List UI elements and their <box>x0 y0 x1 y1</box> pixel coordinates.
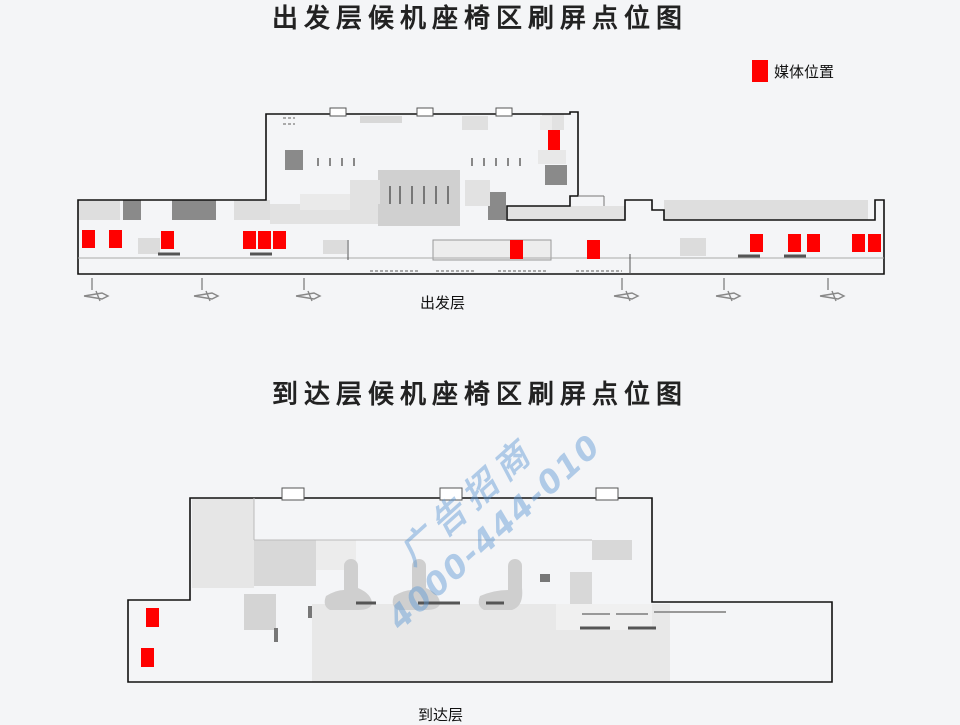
media-marker <box>807 234 820 252</box>
aircraft-icons <box>83 278 846 302</box>
departure-media-markers <box>82 130 881 259</box>
media-marker <box>258 231 271 249</box>
departure-floor-caption: 出发层 <box>420 294 466 312</box>
media-marker <box>243 231 256 249</box>
media-marker <box>109 230 122 248</box>
media-marker <box>587 240 600 259</box>
departure-floor-plan <box>77 107 885 302</box>
arrival-floor-plan <box>127 487 833 683</box>
departure-title: 出发层候机座椅区刷屏点位图 <box>271 4 688 34</box>
arrival-floor-caption: 到达层 <box>418 706 464 724</box>
media-marker <box>750 234 763 252</box>
arrival-media-markers <box>141 608 159 667</box>
media-marker <box>510 240 523 259</box>
media-marker <box>273 231 286 249</box>
media-marker <box>852 234 865 252</box>
media-marker <box>146 608 159 627</box>
arrival-title: 到达层候机座椅区刷屏点位图 <box>271 380 688 410</box>
media-marker <box>161 231 174 249</box>
media-marker-swatch <box>752 60 768 82</box>
media-marker <box>548 130 560 150</box>
media-marker <box>868 234 881 252</box>
media-marker <box>141 648 154 667</box>
legend-label: 媒体位置 <box>774 62 835 81</box>
media-marker <box>788 234 801 252</box>
media-marker <box>82 230 95 248</box>
legend: 媒体位置 <box>752 60 834 82</box>
